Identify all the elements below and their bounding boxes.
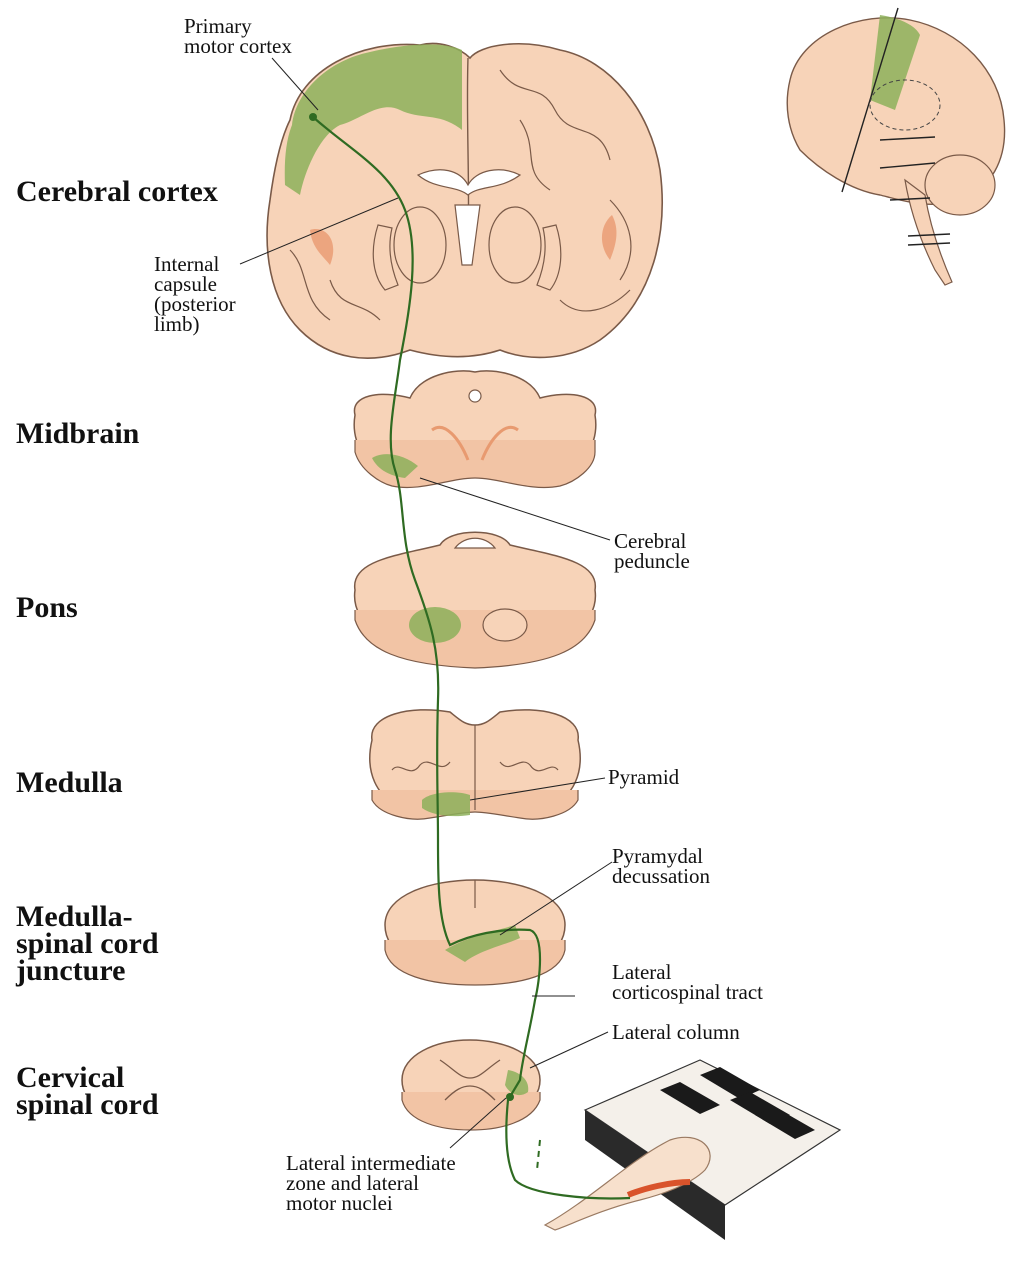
annotation-pyramid: Pyramid (608, 767, 679, 787)
tract-dashed-segment (537, 1140, 540, 1170)
annotation-pyramidal-decussation: Pyramydal decussation (612, 846, 710, 886)
cortex-neuron-dot (309, 113, 317, 121)
piano-and-hand (545, 1060, 840, 1240)
cervical-section (402, 1040, 540, 1130)
juncture-section (385, 880, 565, 985)
level-label-juncture: Medulla- spinal cord juncture (16, 903, 159, 984)
annotation-internal-capsule: Internal capsule (posterior limb) (154, 254, 236, 334)
annotation-lateral-column: Lateral column (612, 1022, 740, 1042)
annotation-cerebral-peduncle: Cerebral peduncle (614, 531, 690, 571)
pons-section (355, 532, 596, 668)
annotation-primary-motor-cortex: Primary motor cortex (184, 16, 292, 56)
annotation-lateral-intermediate-zone: Lateral intermediate zone and lateral mo… (286, 1153, 456, 1213)
annotation-lateral-corticospinal-tract: Lateral corticospinal tract (612, 962, 763, 1002)
medulla-section (370, 710, 580, 819)
coronal-brain-section (267, 43, 662, 358)
level-label-midbrain: Midbrain (16, 420, 139, 447)
level-label-cerebral-cortex: Cerebral cortex (16, 178, 218, 205)
level-label-pons: Pons (16, 594, 78, 621)
inset-lateral-brain (787, 8, 1004, 285)
motor-neuron-dot (506, 1093, 514, 1101)
level-label-medulla: Medulla (16, 769, 123, 796)
level-label-cervical: Cervical spinal cord (16, 1064, 159, 1118)
